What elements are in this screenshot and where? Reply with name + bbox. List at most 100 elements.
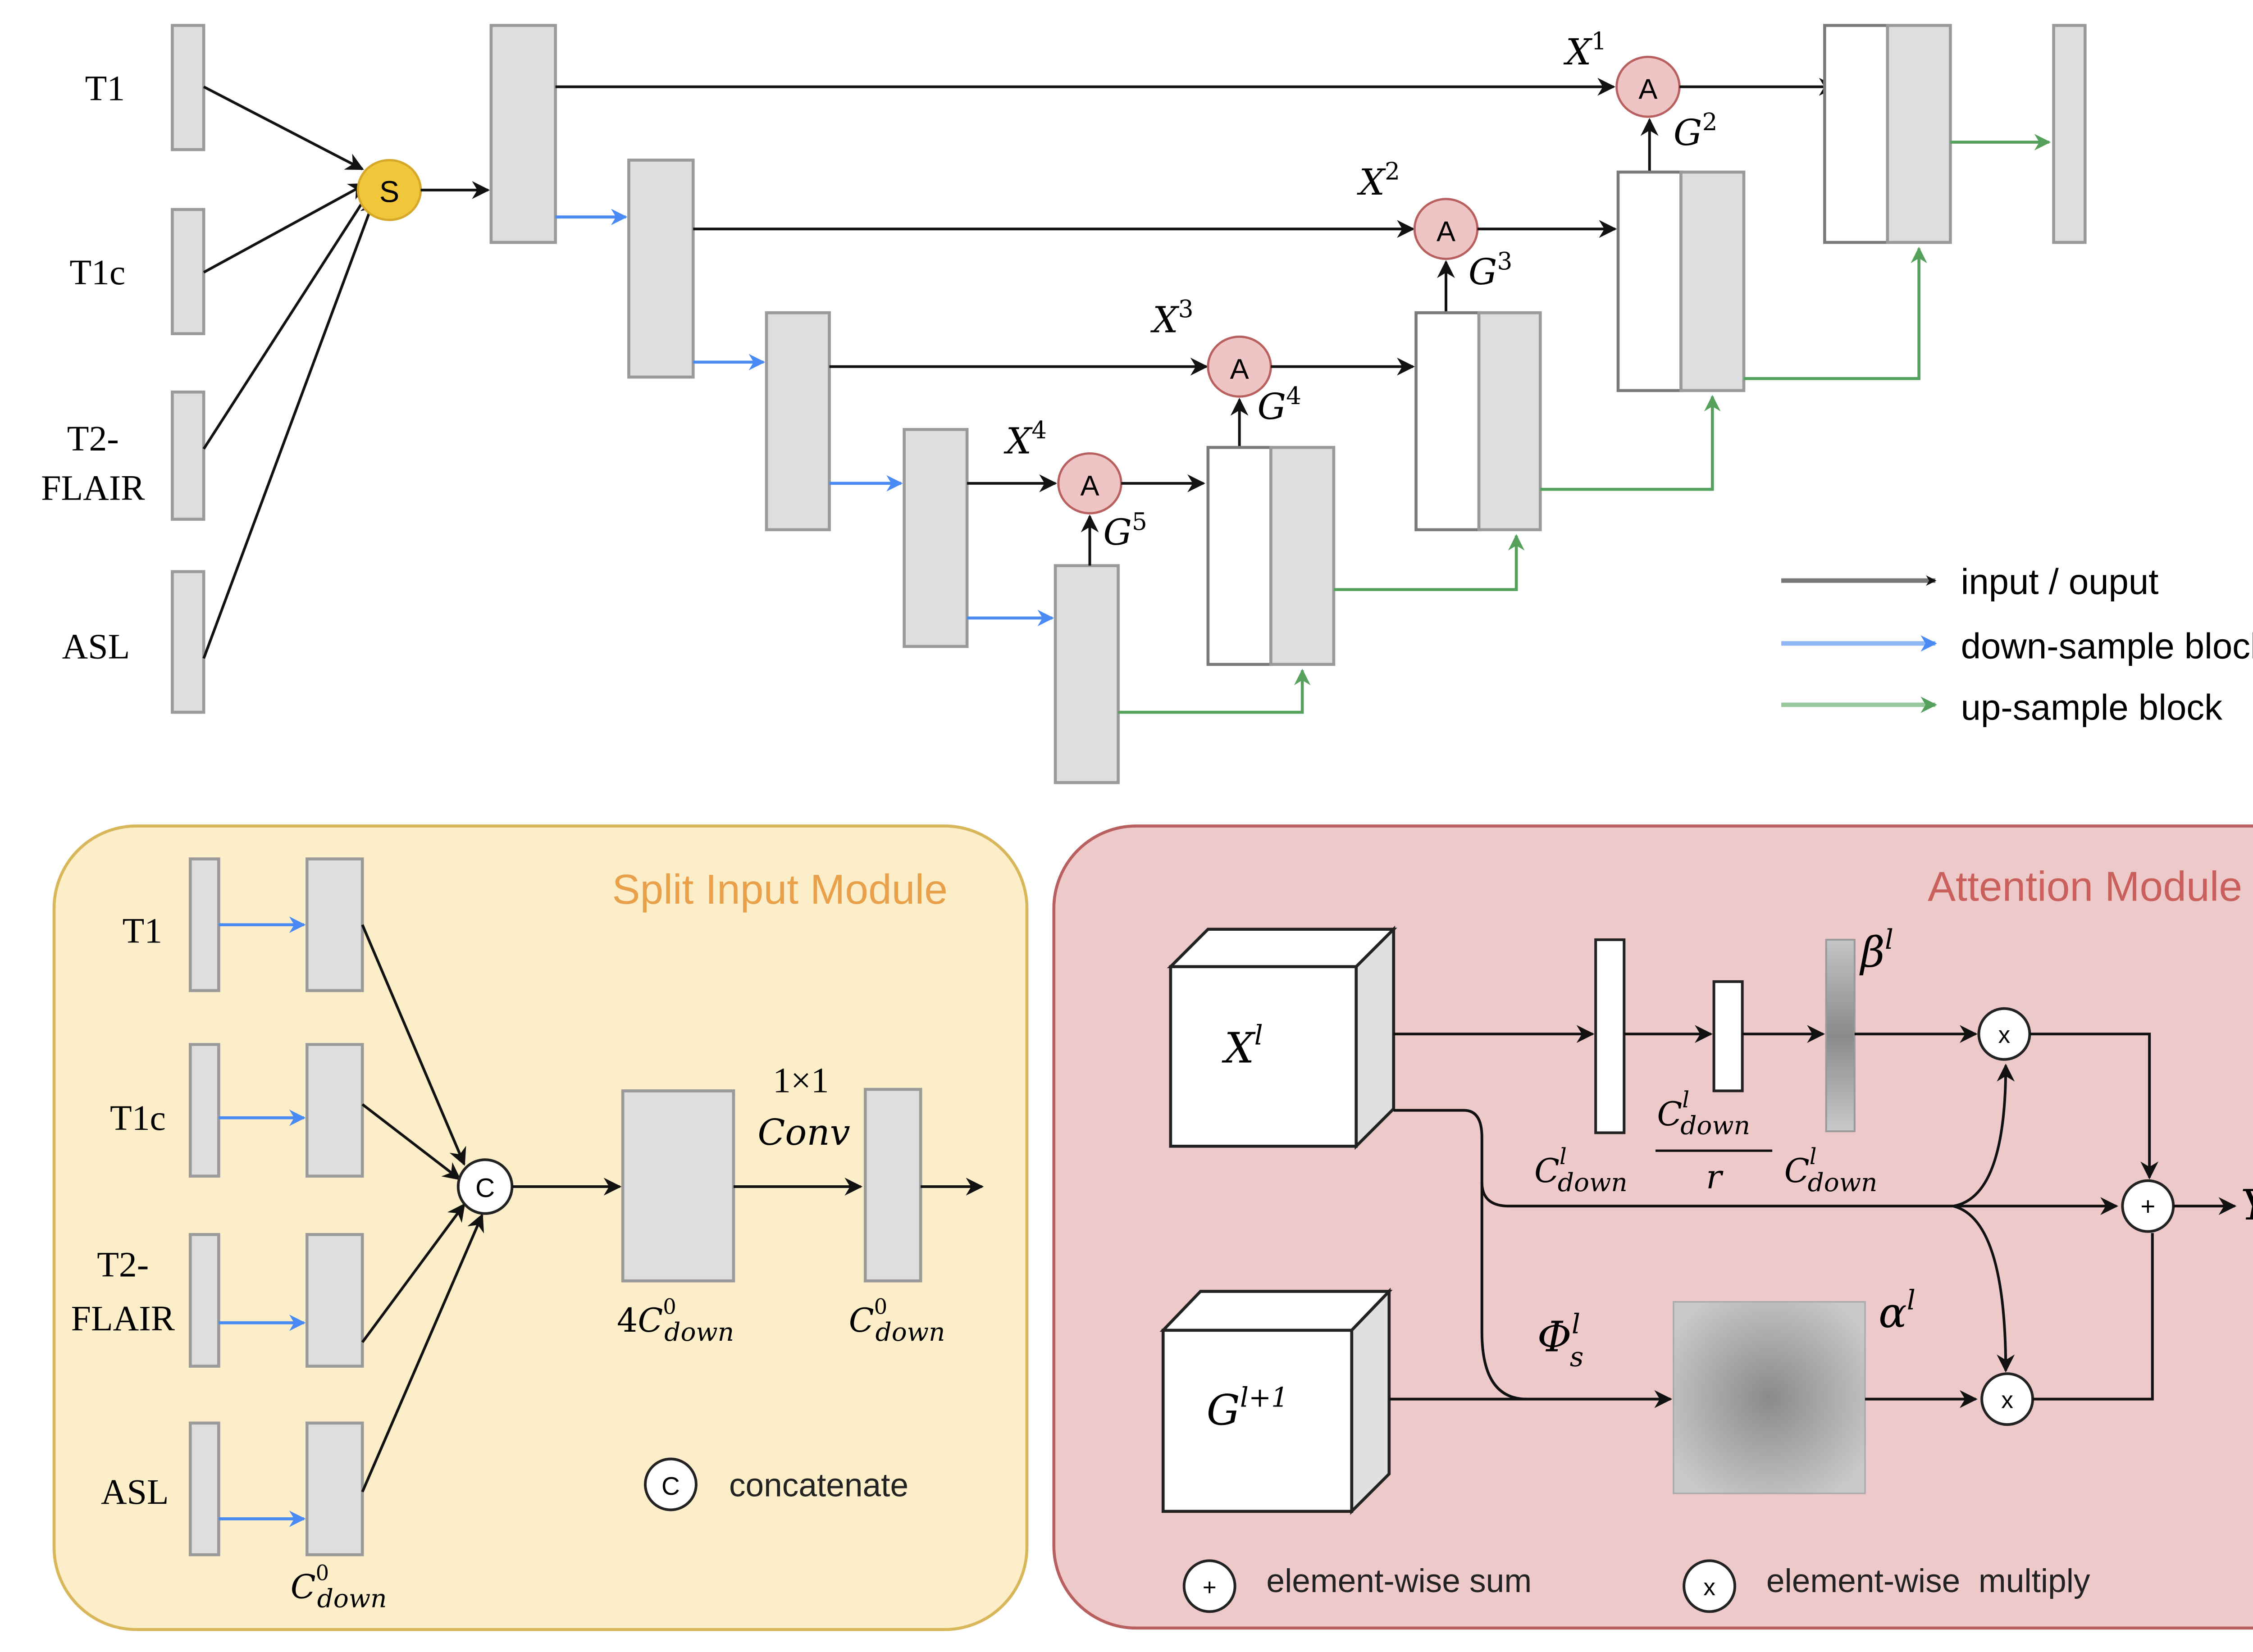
arrow-t1-to-split (203, 85, 364, 170)
gate-label-g3: G3 (1469, 247, 1512, 293)
arrow-t1c-to-split (203, 182, 367, 274)
split-arrow-t1c-to-concat (361, 1103, 461, 1180)
attn-arrow-mult-bottom-to-sum (2033, 1233, 2154, 1401)
alpha-label: αl (1879, 1285, 1916, 1337)
decoder-block-2 (1616, 170, 1746, 392)
split-input-block-flair (188, 1233, 220, 1368)
channel-vector-2 (1712, 980, 1744, 1092)
attention-node-label: A (1230, 353, 1249, 385)
sum-legend-label: element-wise sum (1266, 1563, 1532, 1599)
split-input-label-t2: T2- (97, 1245, 149, 1284)
c-down-label-2-den: r (1706, 1158, 1724, 1196)
gate-label-g4: G4 (1258, 382, 1301, 428)
arrow-flair-to-split (202, 187, 373, 450)
x-feature-cube (1167, 925, 1397, 1150)
split-input-block-asl (188, 1421, 220, 1556)
attention-node-label: A (1638, 73, 1657, 105)
attention-module-title: Attention Module (1928, 863, 2242, 910)
split-input-block-t1c (188, 1043, 220, 1178)
input-block-t1c (171, 208, 205, 336)
encoder-block-4 (903, 428, 969, 648)
decoder-block-3 (1414, 311, 1542, 532)
sum-legend-symbol: + (1203, 1574, 1217, 1601)
attention-node-label: A (1080, 470, 1099, 501)
conv-label-size: 1×1 (773, 1061, 829, 1101)
attn-branch-to-mult-bottom (1953, 1205, 2015, 1373)
concat-legend-symbol: C (661, 1472, 680, 1500)
input-label-flair: FLAIR (41, 468, 145, 508)
concat-legend-label: concatenate (729, 1467, 908, 1504)
attn-branch-to-mult-top (1953, 1063, 2015, 1208)
multiply-legend-icon (1683, 1559, 1737, 1613)
up-arrow-4 (1744, 246, 1927, 380)
sum-legend-icon (1182, 1559, 1236, 1613)
input-label-t1: T1 (85, 69, 125, 109)
skip-label-x4: X4 (1003, 416, 1047, 462)
sum-node: + (2121, 1179, 2175, 1233)
multiply-node-top: x (1977, 1007, 2031, 1061)
split-feature-block-t1 (305, 857, 364, 992)
attention-node-3: A (1207, 335, 1272, 398)
unet-diagram: T1 T1c T2- FLAIR ASL S (41, 24, 2253, 784)
multiply-node-label: x (2001, 1387, 2013, 1414)
encoder-block-3 (765, 311, 831, 532)
input-block-asl (171, 570, 205, 714)
input-block-t1 (171, 24, 205, 151)
output-block (2052, 24, 2087, 244)
bottleneck-block (1054, 564, 1120, 784)
split-feature-block-t1c (305, 1043, 364, 1178)
concat-node: C (456, 1158, 514, 1215)
split-input-label-t1: T1 (123, 911, 163, 951)
input-label-asl: ASL (62, 627, 130, 666)
beta-vector (1825, 938, 1856, 1133)
attention-node-label: A (1437, 216, 1455, 247)
concat-feature-block (621, 1089, 735, 1283)
skip-label-x3: X3 (1150, 295, 1194, 341)
encoder-block-1 (489, 24, 557, 244)
split-node-label: S (379, 175, 399, 209)
split-input-label-asl: ASL (101, 1472, 169, 1512)
split-input-block-t1 (188, 857, 220, 992)
concat-node-label: C (475, 1173, 495, 1203)
legend: input / ouput down-sample block up-sampl… (1781, 562, 2253, 728)
attention-node-1: A (1615, 55, 1681, 118)
skip-label-x2: X2 (1356, 158, 1400, 203)
up-arrow-2 (1333, 534, 1525, 592)
arrow-asl-to-split (202, 197, 377, 659)
beta-label: βl (1859, 924, 1893, 977)
attention-node-2: A (1413, 198, 1479, 260)
multiply-legend-symbol: x (1703, 1574, 1715, 1601)
split-module-title: Split Input Module (612, 866, 947, 913)
y-output-label: Yl (2241, 1177, 2253, 1229)
split-input-label-t1c: T1c (110, 1098, 166, 1138)
split-arrow-t1-to-concat (361, 924, 466, 1166)
multiply-node-bottom: x (1980, 1372, 2034, 1426)
split-arrow-asl-to-concat (361, 1213, 484, 1493)
multiply-node-label: x (1998, 1022, 2011, 1048)
split-input-label-flair: FLAIR (71, 1299, 175, 1338)
input-label-t1c: T1c (69, 253, 125, 292)
legend-label-up-sample: up-sample block (1961, 687, 2222, 728)
g-feature-cube (1159, 1288, 1393, 1515)
attn-arrow-mult-top-to-sum (2030, 1033, 2159, 1180)
skip-label-x1: X1 (1563, 27, 1607, 73)
x-cube-label: Xl (1222, 1020, 1263, 1072)
up-arrow-3 (1540, 395, 1721, 491)
up-arrow-1 (1118, 669, 1311, 714)
split-module-panel (52, 824, 1029, 1631)
input-label-t2: T2- (67, 419, 119, 459)
multiply-legend-label: element-wise multiply (1766, 1563, 2090, 1599)
split-feature-block-flair (305, 1233, 364, 1368)
decoder-block-4 (1206, 446, 1336, 666)
concat-legend: C concatenate (644, 1457, 908, 1511)
sum-node-label: + (2140, 1192, 2155, 1220)
legend-label-input-output: input / ouput (1961, 562, 2159, 602)
